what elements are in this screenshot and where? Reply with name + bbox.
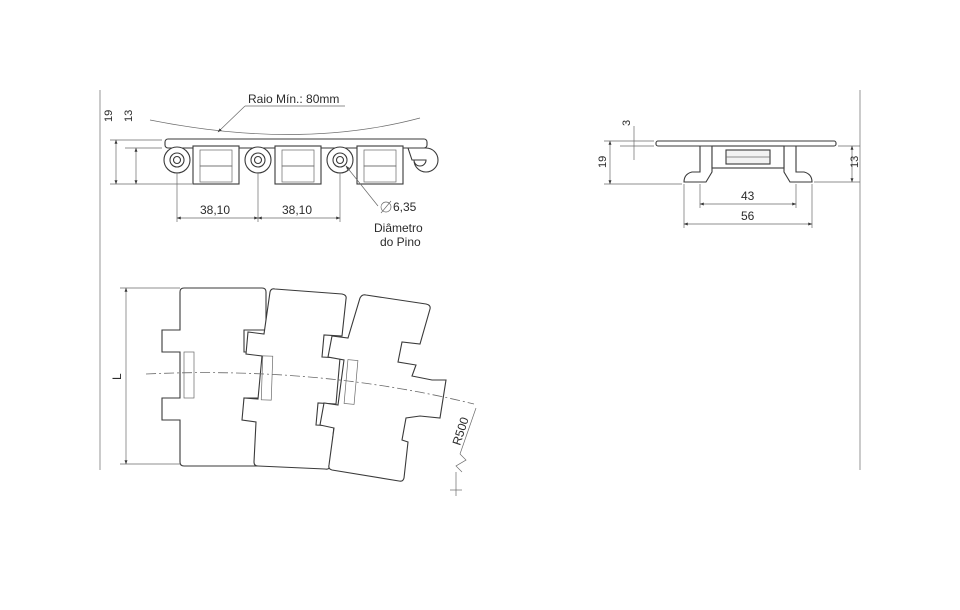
link-body-1 bbox=[192, 145, 240, 185]
min-radius-arc bbox=[149, 117, 421, 135]
pitch-2-label: 38,10 bbox=[282, 203, 312, 217]
pin-diameter-leader bbox=[345, 165, 379, 207]
link-body-3 bbox=[356, 145, 404, 185]
height-19-label: 19 bbox=[103, 110, 115, 122]
end-height-19-label: 19 bbox=[597, 156, 609, 168]
radius-label: Raio Mín.: 80mm bbox=[248, 92, 339, 106]
trailing-hook bbox=[407, 147, 439, 173]
radius-leader bbox=[217, 105, 246, 133]
radius-R500-label: R500 bbox=[450, 415, 472, 447]
link-body-2 bbox=[274, 145, 322, 185]
chain-center-arc bbox=[145, 372, 475, 405]
plate-1 bbox=[161, 287, 267, 467]
height-13-label: 13 bbox=[123, 110, 135, 122]
end-right-leg bbox=[783, 145, 813, 183]
inner-width-label: 43 bbox=[741, 189, 755, 203]
width-L-label: L bbox=[110, 373, 124, 380]
side-view: Raio Mín.: 80mm 19 13 bbox=[103, 92, 439, 249]
pin-label-line1: Diâmetro bbox=[374, 221, 423, 235]
pin-knuckle-1 bbox=[163, 146, 191, 174]
end-height-13-label: 13 bbox=[849, 156, 861, 168]
end-top-plate bbox=[655, 140, 837, 147]
end-left-leg bbox=[683, 145, 713, 183]
outer-width-label: 56 bbox=[741, 209, 755, 223]
diameter-symbol bbox=[380, 201, 392, 213]
end-view: 3 19 13 43 56 bbox=[597, 120, 861, 228]
pin-knuckle-3 bbox=[326, 146, 354, 174]
pin-diameter-label: 6,35 bbox=[393, 200, 417, 214]
pin-knuckle-2 bbox=[244, 146, 272, 174]
plate-3 bbox=[319, 294, 447, 482]
top-view: L R500 bbox=[110, 287, 477, 496]
end-thickness-label: 3 bbox=[621, 120, 633, 126]
pin-label-line2: do Pino bbox=[380, 235, 421, 249]
pitch-1-label: 38,10 bbox=[200, 203, 230, 217]
